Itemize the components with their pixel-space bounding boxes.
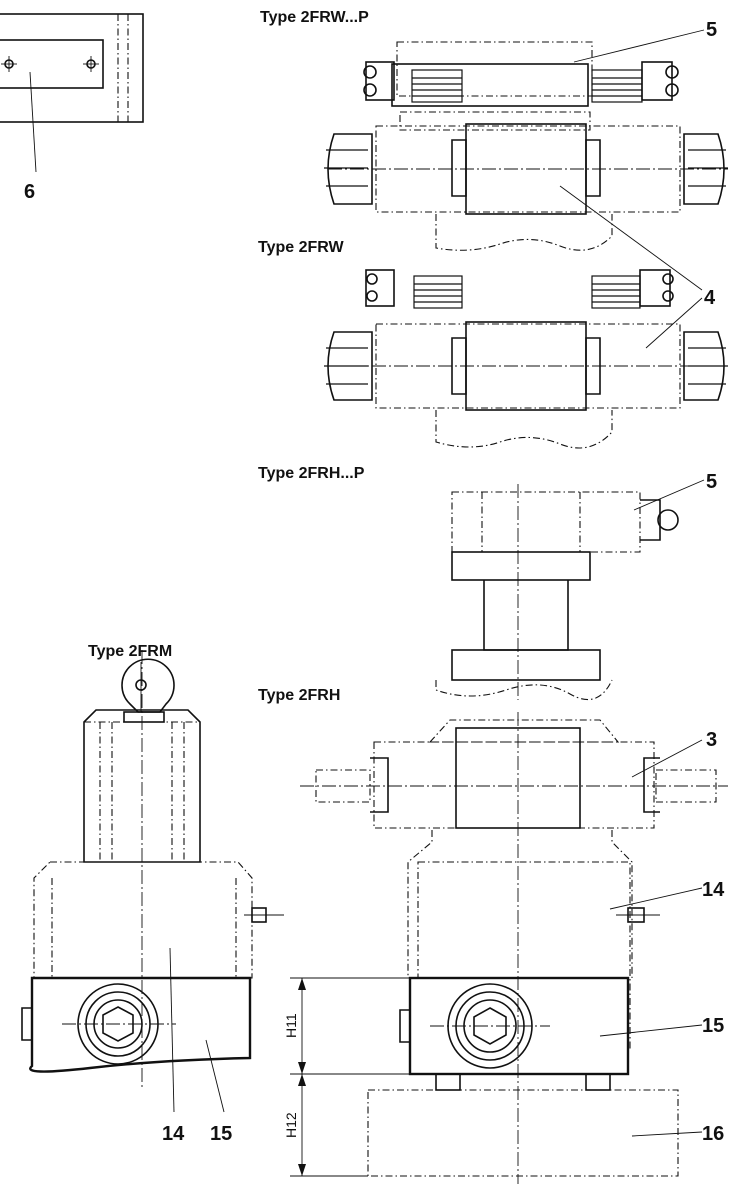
callout-6: 6 (24, 181, 35, 203)
dimension-h12: H12 (283, 1112, 299, 1138)
plate-view-item-6 (0, 13, 144, 173)
view-2frm (21, 650, 284, 1090)
callout-16: 16 (702, 1123, 724, 1145)
type-label-2frw: Type 2FRW (258, 239, 345, 256)
view-2frh (290, 712, 728, 1184)
callout-15-left: 15 (210, 1123, 232, 1145)
view-2frw-p (324, 41, 728, 251)
type-label-2frm: Type 2FRM (88, 643, 172, 660)
callout-leaders (169, 29, 705, 1137)
callout-3: 3 (706, 729, 717, 751)
callout-5-top: 5 (706, 19, 717, 41)
view-2frh-p (435, 484, 679, 701)
callout-15-right: 15 (702, 1015, 724, 1037)
dimension-h11: H11 (283, 1013, 299, 1038)
callout-14-left: 14 (162, 1123, 185, 1145)
screw-hole-right (83, 56, 99, 72)
callout-5-mid: 5 (706, 471, 717, 493)
screw-hole-left (1, 56, 17, 72)
callout-4: 4 (704, 287, 716, 309)
view-2frw (324, 269, 728, 449)
callout-14-right: 14 (702, 879, 725, 901)
type-label-2frw-p: Type 2FRW...P (260, 9, 369, 26)
type-label-2frh: Type 2FRH (258, 687, 340, 704)
type-label-2frh-p: Type 2FRH...P (258, 465, 365, 482)
